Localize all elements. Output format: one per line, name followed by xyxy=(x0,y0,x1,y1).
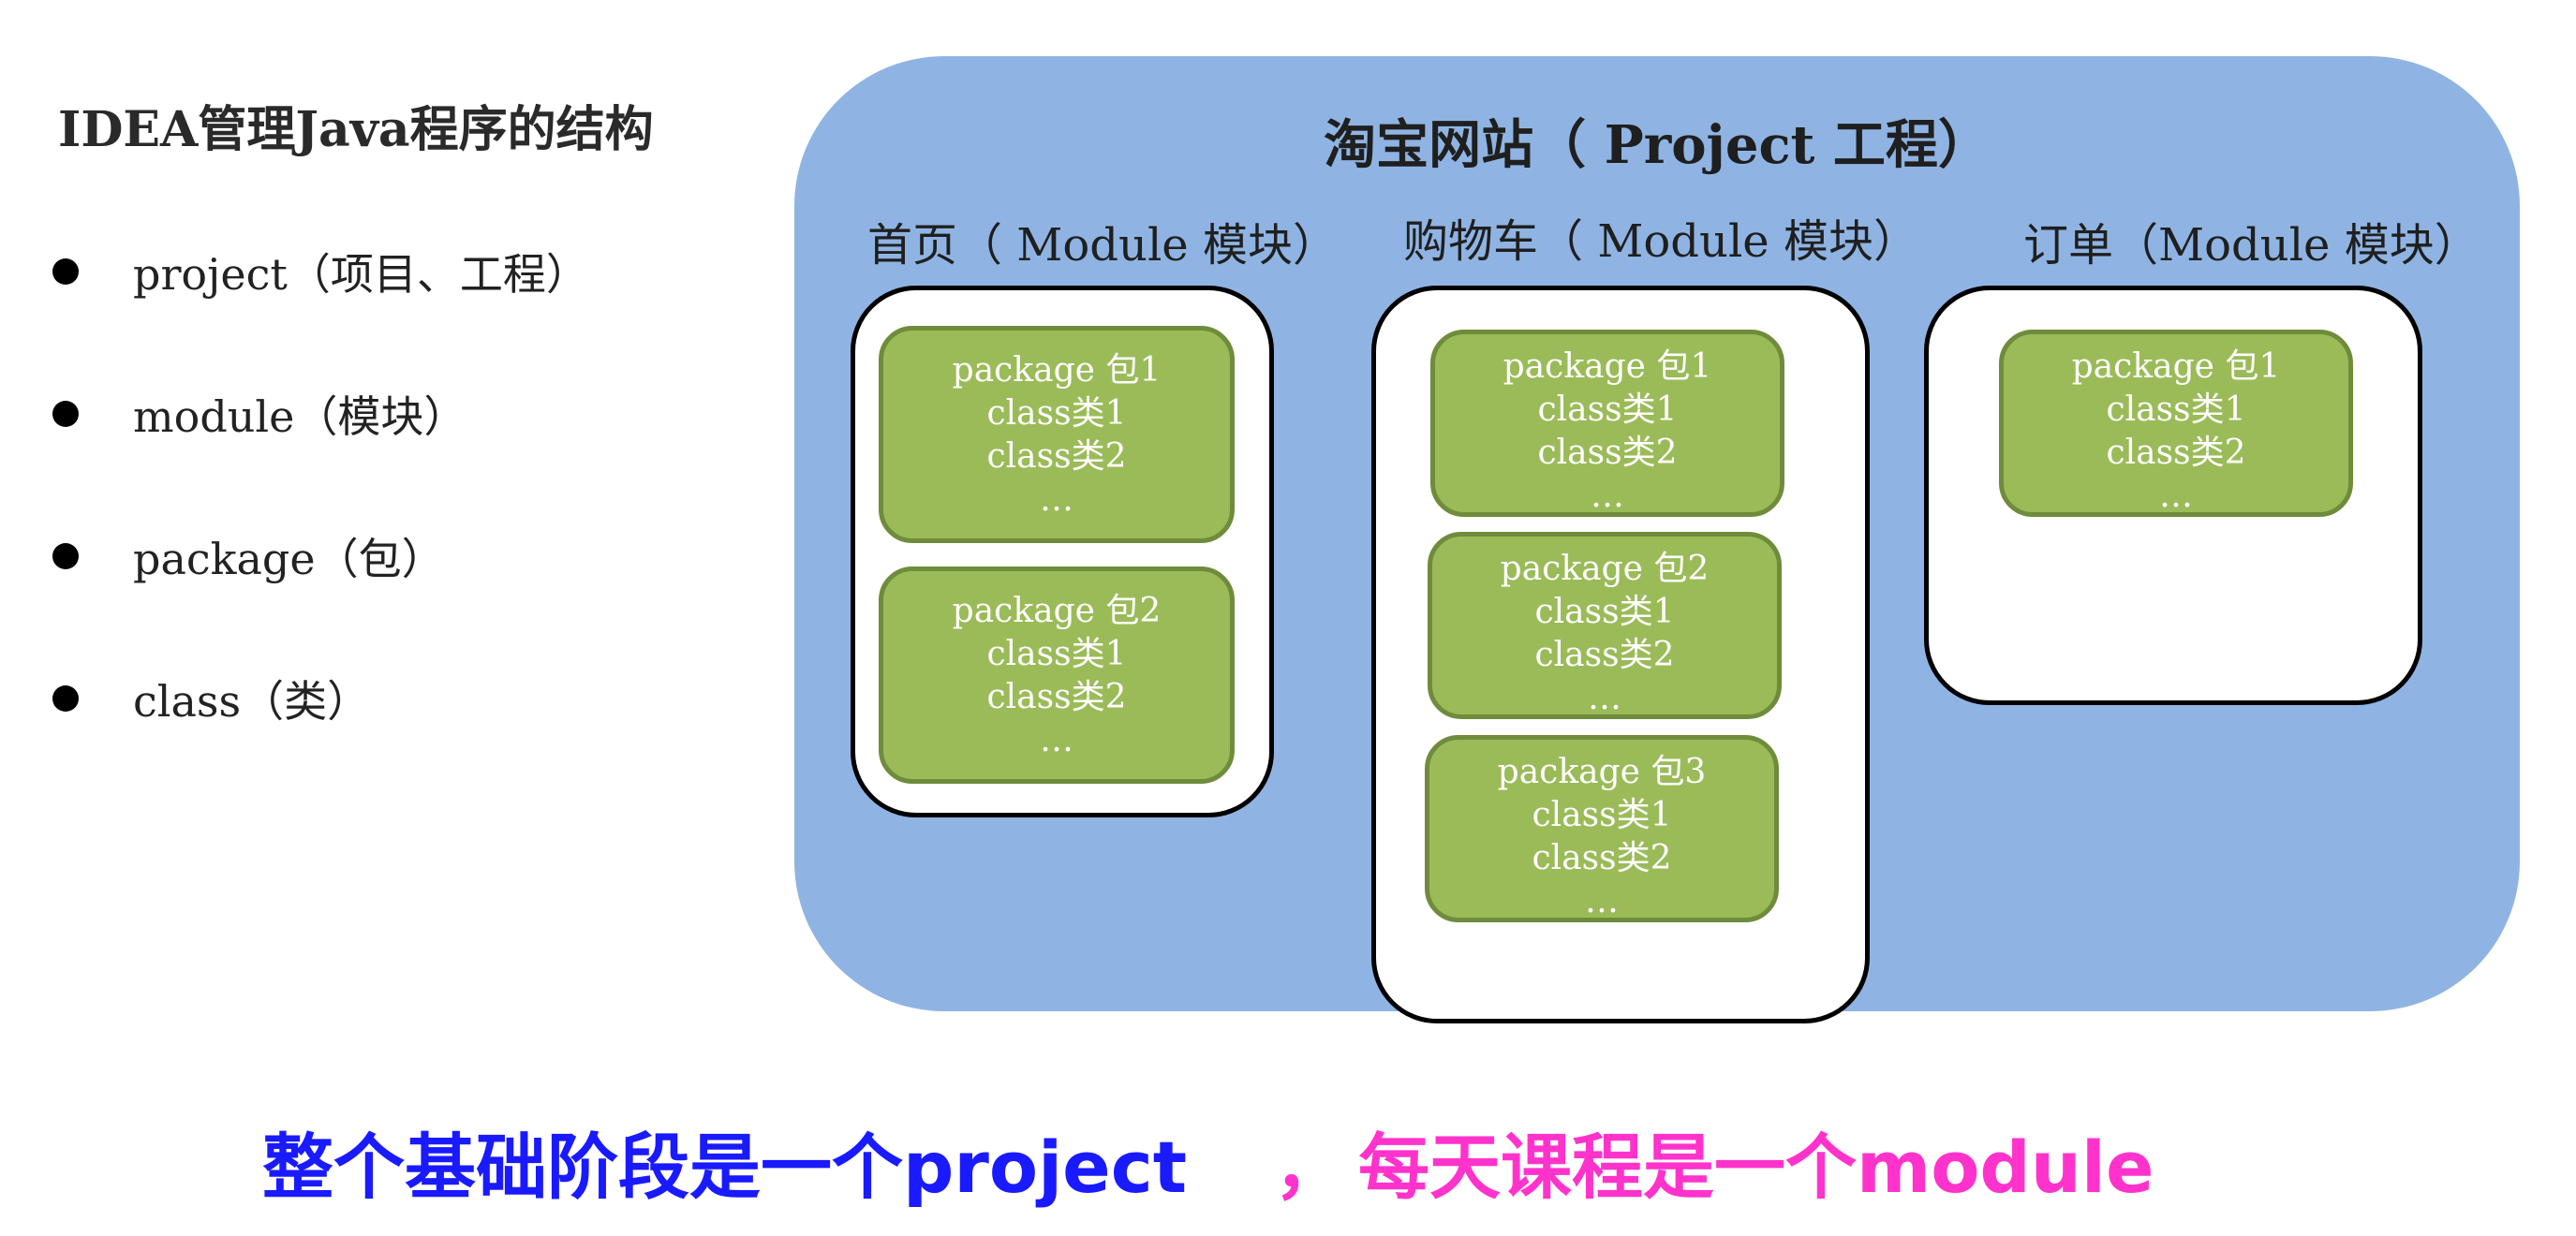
concept-item: project（项目、工程） xyxy=(52,234,589,309)
package-name: package 包1 xyxy=(952,351,1162,390)
module-cart: package 包1 class类1 class类2 … package 包2 … xyxy=(1371,286,1870,1023)
bullet-dot-icon xyxy=(52,258,79,285)
module-title-order: 订单（Module 模块） xyxy=(2023,219,2480,272)
concept-item: module（模块） xyxy=(52,376,589,451)
package-box: package 包3 class类1 class类2 … xyxy=(1425,735,1779,922)
project-container: 淘宝网站（ Project 工程） 首页（ Module 模块） package… xyxy=(794,56,2520,1023)
class-item: class类2 xyxy=(986,437,1127,476)
ellipsis: … xyxy=(1588,679,1621,717)
concept-list: project（项目、工程） module（模块） package（包） cla… xyxy=(52,234,589,803)
ellipsis: … xyxy=(1591,477,1624,515)
package-name: package 包3 xyxy=(1497,753,1707,791)
package-box: package 包1 class类1 class类2 … xyxy=(879,326,1235,543)
project-title: 淘宝网站（ Project 工程） xyxy=(1324,114,1991,176)
module-title-home: 首页（ Module 模块） xyxy=(867,219,1338,272)
class-item: class类1 xyxy=(1537,390,1678,429)
package-name: package 包2 xyxy=(1500,550,1710,588)
package-name: package 包1 xyxy=(2071,347,2281,386)
ellipsis: … xyxy=(2159,477,2193,515)
concept-label: module（模块） xyxy=(133,391,467,442)
footer-separator: ， xyxy=(1274,1126,1345,1209)
package-name: package 包2 xyxy=(952,592,1162,630)
class-item: class类1 xyxy=(1534,593,1675,631)
class-item: class类1 xyxy=(1532,796,1672,834)
bullet-dot-icon xyxy=(52,685,79,712)
package-box: package 包2 class类1 class类2 … xyxy=(1428,532,1782,719)
page-heading: IDEA管理Java程序的结构 xyxy=(58,101,654,158)
class-item: class类2 xyxy=(986,678,1127,716)
bullet-dot-icon xyxy=(52,543,79,569)
ellipsis: … xyxy=(1585,882,1619,920)
class-item: class类2 xyxy=(1534,636,1675,674)
class-item: class类1 xyxy=(986,635,1127,673)
module-home: package 包1 class类1 class类2 … package 包2 … xyxy=(851,286,1274,817)
module-order: package 包1 class类1 class类2 … xyxy=(1924,286,2422,705)
ellipsis: … xyxy=(1040,480,1073,519)
footer-project-note: 整个基础阶段是一个project xyxy=(262,1126,1188,1209)
class-item: class类1 xyxy=(2106,390,2246,429)
bullet-dot-icon xyxy=(52,401,79,427)
ellipsis: … xyxy=(1040,721,1073,759)
concept-label: package（包） xyxy=(133,534,445,584)
package-name: package 包1 xyxy=(1503,347,1712,386)
module-title-cart: 购物车（ Module 模块） xyxy=(1403,215,1918,268)
class-item: class类2 xyxy=(1532,839,1672,877)
package-box: package 包1 class类1 class类2 … xyxy=(1999,330,2353,517)
package-box: package 包1 class类1 class类2 … xyxy=(1430,330,1784,517)
footer-module-note: 每天课程是一个module xyxy=(1358,1126,2154,1209)
class-item: class类2 xyxy=(1537,434,1678,472)
class-item: class类2 xyxy=(2106,434,2246,472)
concept-label: project（项目、工程） xyxy=(133,249,589,300)
concept-item: class（类） xyxy=(52,661,589,736)
concept-label: class（类） xyxy=(133,676,371,727)
package-box: package 包2 class类1 class类2 … xyxy=(879,566,1235,784)
concept-item: package（包） xyxy=(52,519,589,594)
class-item: class类1 xyxy=(986,394,1127,433)
